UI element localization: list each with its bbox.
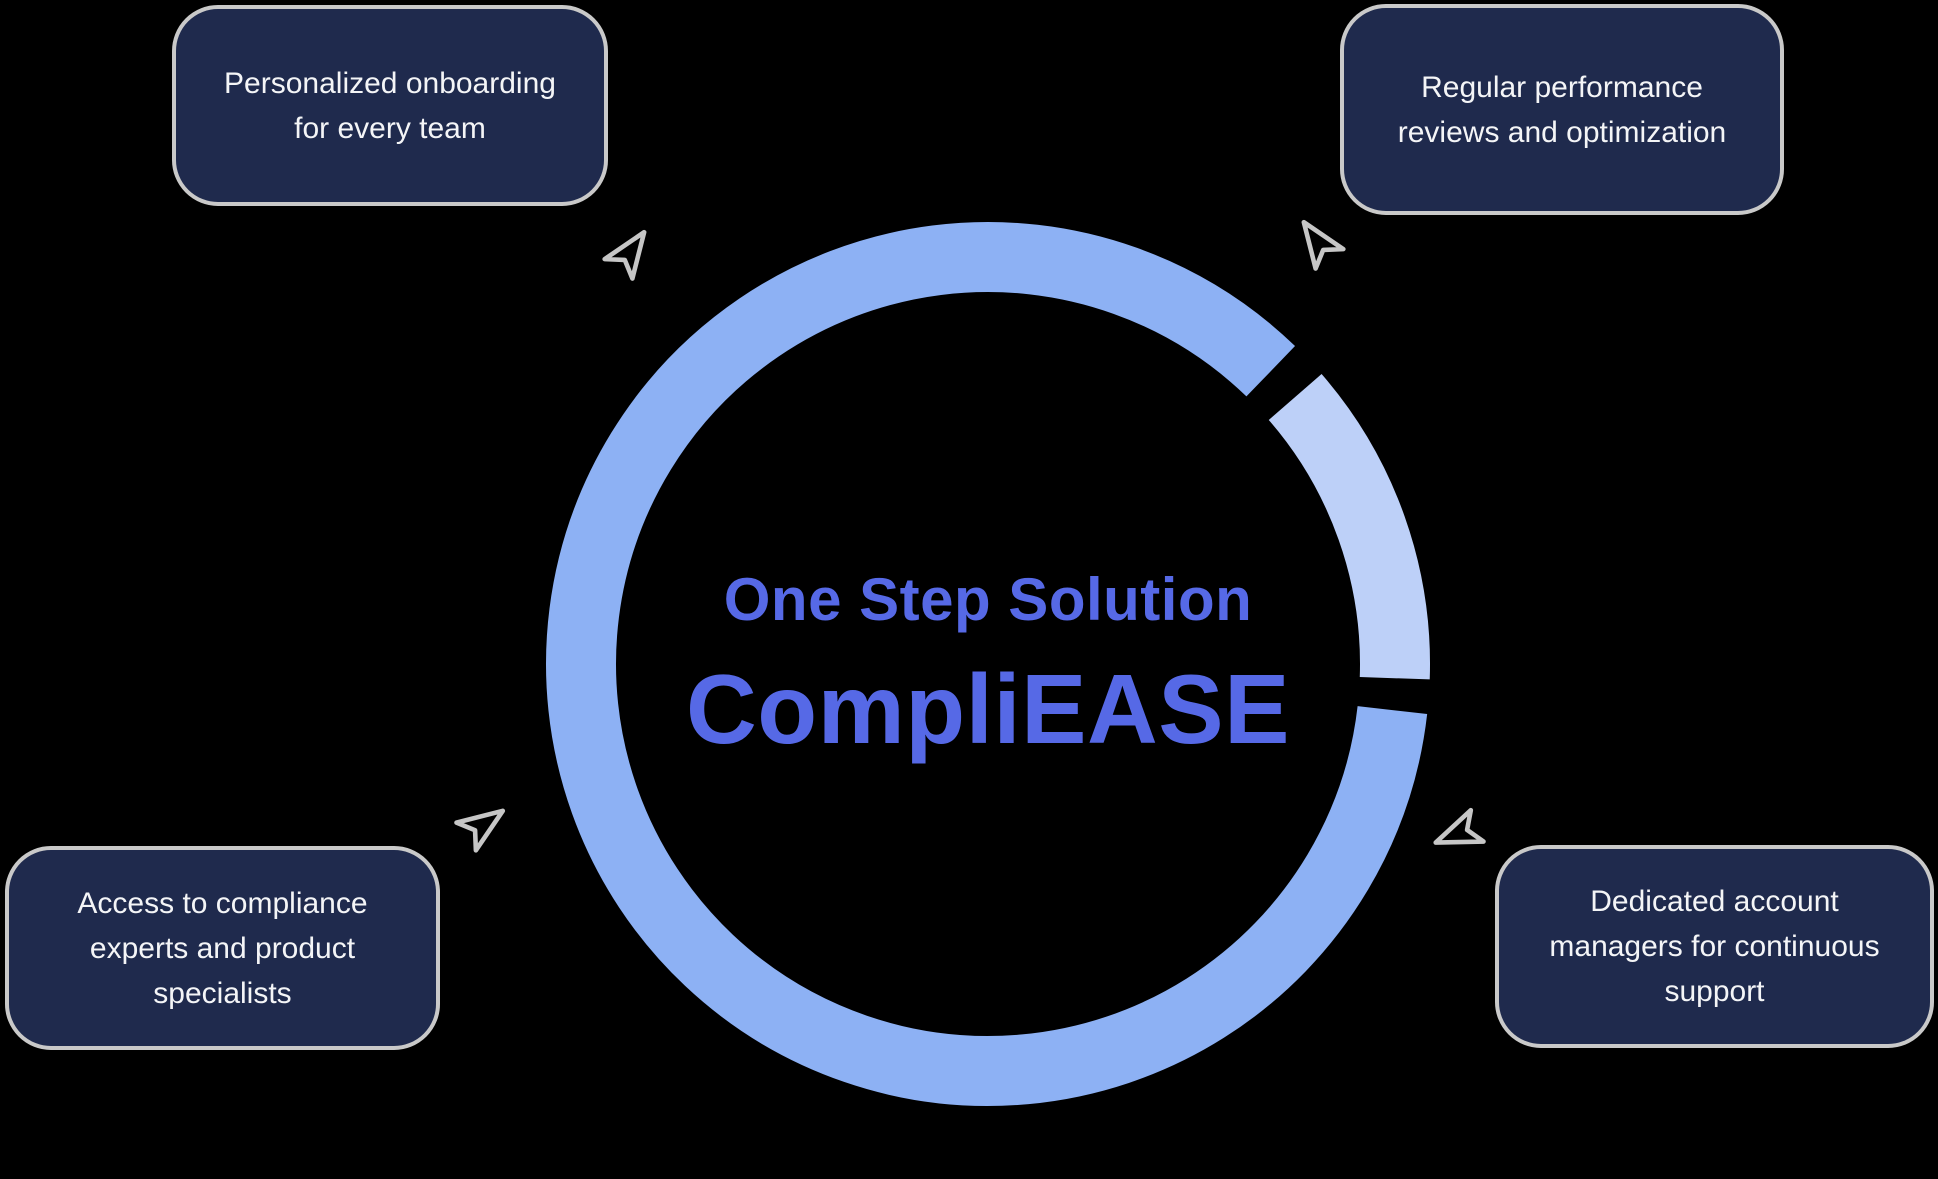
card-line: specialists xyxy=(153,976,292,1010)
cursor-arrow-icon xyxy=(1277,201,1358,282)
cursor-arrow-icon xyxy=(1419,796,1495,872)
card-line: managers for continuous xyxy=(1549,930,1880,963)
card-line: Dedicated account xyxy=(1590,885,1839,918)
cursor-arrow-icon xyxy=(444,784,525,865)
ring-segment-highlight xyxy=(1268,374,1430,680)
cursor-arrow-icon xyxy=(591,211,672,292)
card-line: Access to compliance xyxy=(77,886,368,920)
ring-title: One Step Solution xyxy=(723,566,1253,633)
card-line: Personalized onboarding xyxy=(224,66,556,100)
card-personalized-onboarding: Personalized onboarding for every team xyxy=(172,5,608,206)
card-line: Regular performance xyxy=(1421,70,1703,104)
brand-name: CompliEASE xyxy=(686,654,1290,764)
card-account-managers: Dedicated account managers for continuou… xyxy=(1495,845,1934,1048)
card-line: support xyxy=(1664,975,1765,1008)
card-performance-reviews: Regular performance reviews and optimiza… xyxy=(1340,4,1784,215)
ring-center-text: One Step Solution CompliEASE xyxy=(686,566,1290,764)
card-compliance-experts: Access to compliance experts and product… xyxy=(5,846,440,1050)
card-line: reviews and optimization xyxy=(1397,115,1727,149)
card-line: for every team xyxy=(294,111,486,145)
card-line: experts and product xyxy=(89,931,356,965)
ring-segment-main xyxy=(546,222,1428,1106)
